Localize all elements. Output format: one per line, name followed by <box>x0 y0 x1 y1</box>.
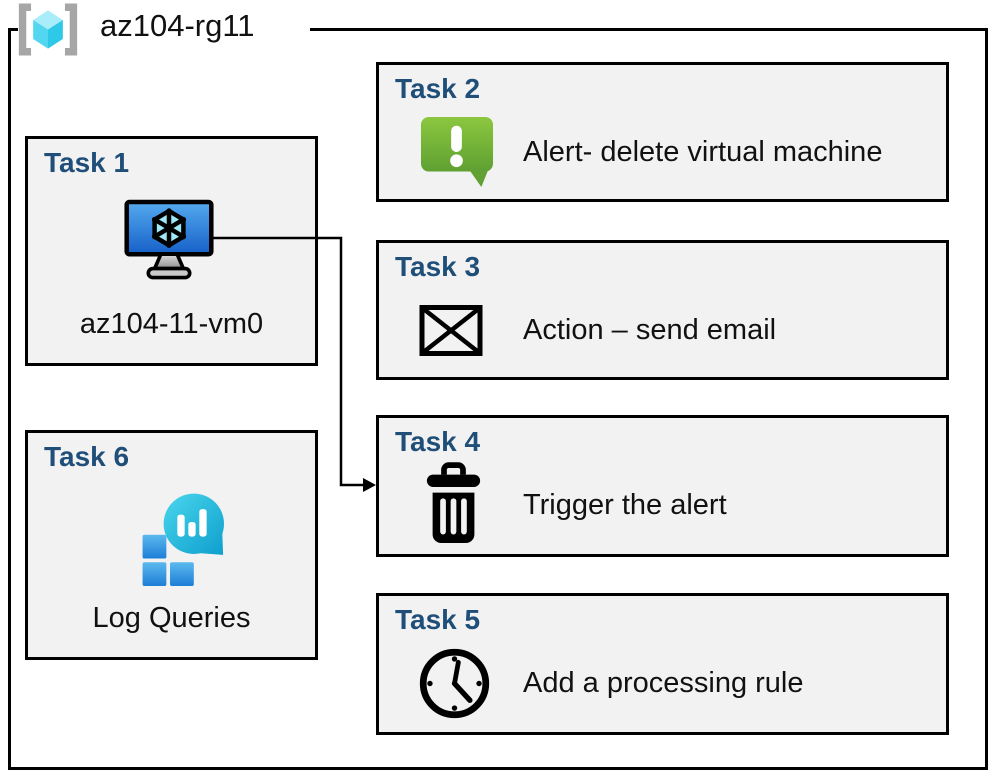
task4-content: Trigger the alert <box>419 456 727 554</box>
task6-box: Task 6 Log Queries <box>25 430 318 660</box>
task5-content: Add a processing rule <box>419 634 804 732</box>
task5-box: Task 5 Add a processing rule <box>376 593 949 735</box>
log-analytics-icon <box>142 493 225 586</box>
task5-text: Add a processing rule <box>523 666 804 699</box>
task5-title: Task 5 <box>395 604 481 635</box>
task2-box: Task 2 Alert- delete virtual machine <box>376 62 949 202</box>
task1-box: Task 1 <box>25 136 318 366</box>
task1-caption: az104-11-vm0 <box>79 308 264 340</box>
task4-title: Task 4 <box>395 426 481 457</box>
task2-title: Task 2 <box>395 73 481 104</box>
frame-label-gap <box>18 22 310 36</box>
clock-icon <box>419 648 490 718</box>
task3-text: Action – send email <box>523 313 777 346</box>
trash-icon <box>426 462 481 543</box>
virtual-machine-icon <box>124 199 214 280</box>
email-envelope-icon <box>419 304 483 356</box>
task6-title: Task 6 <box>44 441 130 472</box>
task3-content: Action – send email <box>419 281 776 379</box>
task6-caption: Log Queries <box>92 602 251 634</box>
resource-group-icon <box>18 3 78 56</box>
task2-content: Alert- delete virtual machine <box>419 103 882 201</box>
task4-box: Task 4 Trigger the alert <box>376 415 949 557</box>
resource-group-name: az104-rg11 <box>100 8 255 43</box>
task4-text: Trigger the alert <box>523 488 727 521</box>
task3-title: Task 3 <box>395 251 481 282</box>
task2-text: Alert- delete virtual machine <box>523 135 883 168</box>
task3-box: Task 3 Action – send email <box>376 240 949 380</box>
alert-message-icon <box>420 116 494 188</box>
task1-title: Task 1 <box>44 147 130 178</box>
